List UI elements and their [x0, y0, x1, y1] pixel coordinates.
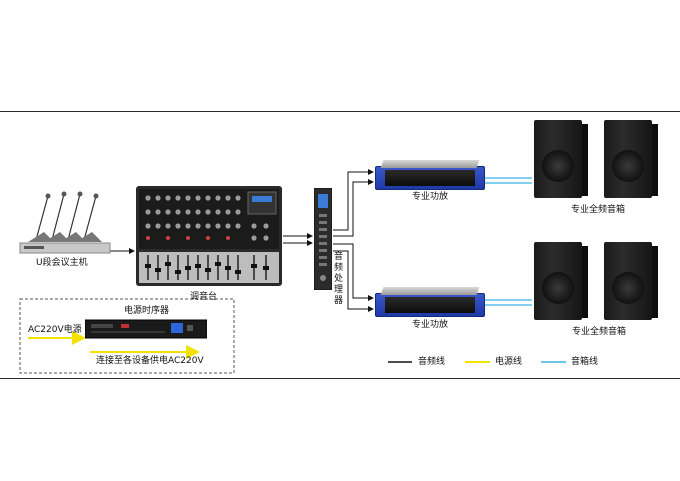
sequencer-label: 电源时序器: [124, 306, 170, 316]
amplifier-top-label: 专业功放: [412, 192, 449, 202]
audio-line-processor-amp-bottom-2: [333, 250, 374, 312]
audio-line-processor-amp-top-2: [333, 179, 374, 237]
mixer-device: [136, 186, 282, 286]
speaker-bottom-right: [604, 242, 658, 320]
sequencer-image: [85, 319, 207, 339]
audio-processor-device: [314, 188, 332, 290]
conference-host-label: U段会议主机: [36, 258, 88, 268]
legend-power-label: 电源线: [495, 357, 523, 367]
power-sequencer-device: [85, 318, 207, 340]
mixer-image: [136, 186, 282, 286]
bottom-border-line: [0, 378, 680, 379]
sequencer-dashed-box: [19, 298, 235, 374]
speaker-top-right: [604, 120, 658, 198]
legend-audio-label: 音频线: [418, 357, 446, 367]
amplifier-bottom-front-panel: [385, 297, 475, 313]
supply-note-label: 连接至各设备供电AC220V: [96, 356, 204, 366]
amplifier-top-chassis: [380, 160, 480, 168]
microphones-image: [19, 191, 111, 254]
mixer-label: 调音台: [190, 292, 218, 302]
audio-line-processor-amp-bottom-1: [333, 243, 374, 301]
audio-processor-label: 音频处理器: [334, 252, 344, 306]
ac-power-label: AC220V电源: [28, 325, 82, 335]
amplifier-top-front-panel: [385, 170, 475, 186]
audio-line-processor-amp-top-1: [333, 169, 374, 231]
amplifier-bottom-device: [375, 287, 485, 317]
speaker-bottom-left: [534, 242, 588, 320]
speakers-bottom-label: 专业全频音箱: [572, 327, 627, 337]
top-border-line: [0, 111, 680, 112]
amplifier-bottom-chassis: [380, 287, 480, 295]
conference-host-device: [14, 188, 114, 254]
legend-speaker-label: 音箱线: [571, 357, 599, 367]
speaker-top-left: [534, 120, 588, 198]
speakers-top-label: 专业全频音箱: [571, 205, 626, 215]
amplifier-bottom-label: 专业功放: [412, 320, 449, 330]
processor-image: [314, 188, 332, 290]
amplifier-top-device: [375, 160, 485, 190]
